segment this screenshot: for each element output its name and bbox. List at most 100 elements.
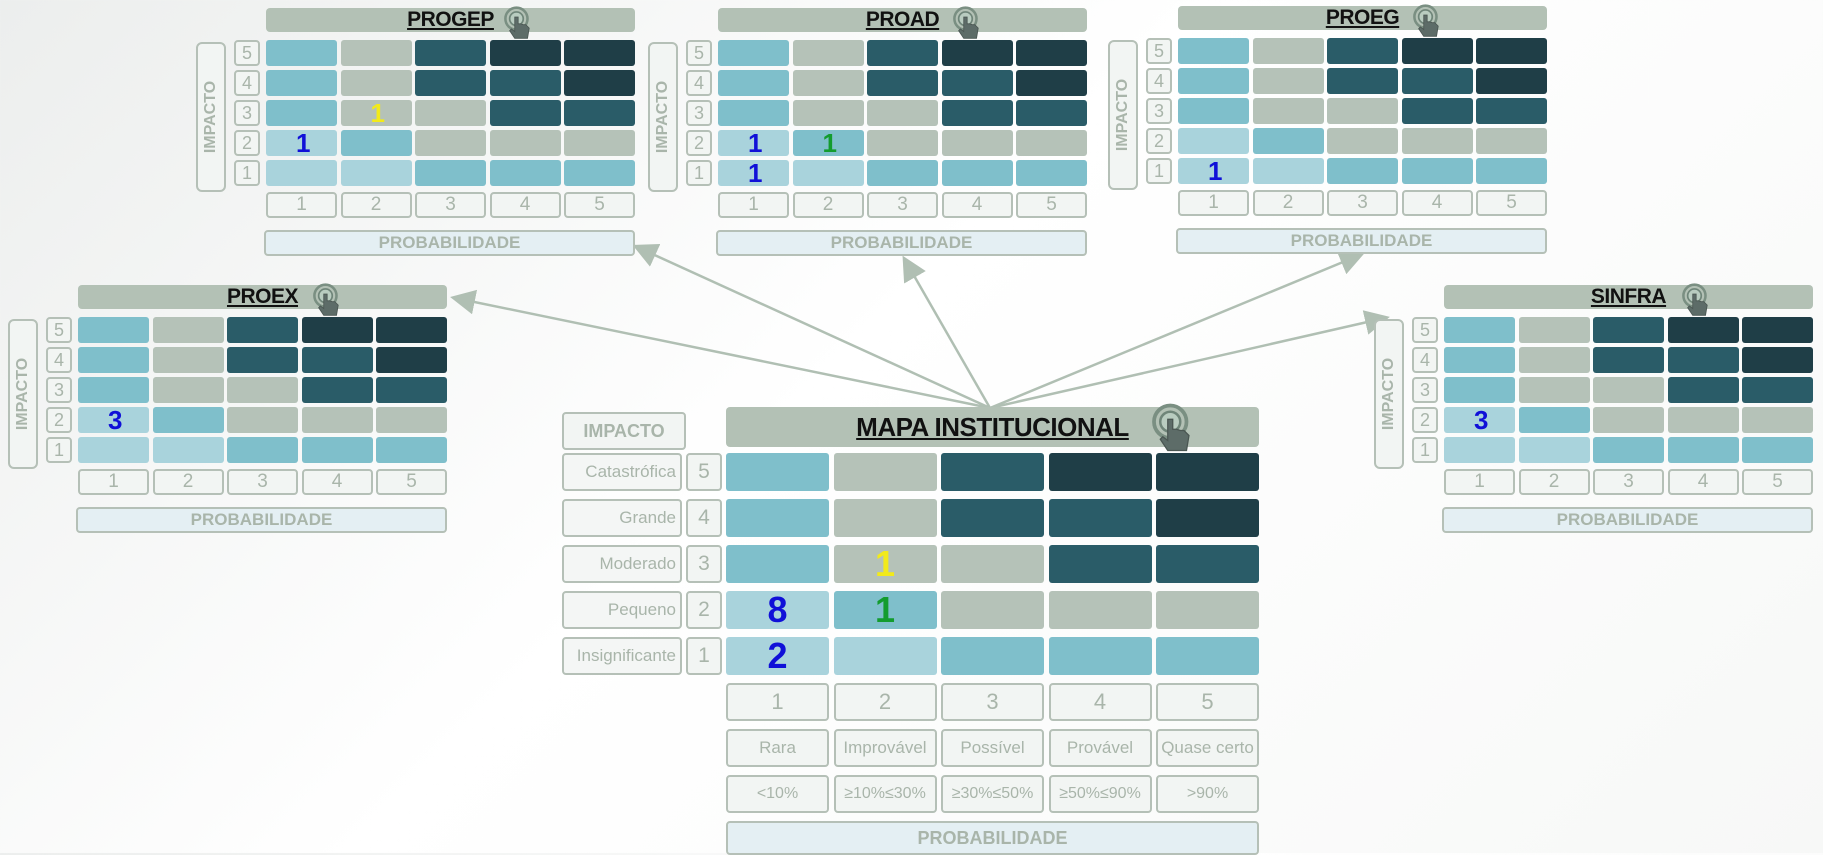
matrix-title[interactable]: SINFRA: [1590, 285, 1667, 308]
risk-cell[interactable]: [833, 637, 937, 675]
risk-cell[interactable]: [489, 70, 561, 96]
risk-cell[interactable]: [1252, 98, 1324, 124]
risk-cell[interactable]: [792, 40, 864, 66]
risk-cell[interactable]: [718, 40, 789, 66]
risk-cell[interactable]: [1444, 347, 1515, 373]
risk-cell[interactable]: [1742, 407, 1813, 433]
risk-cell[interactable]: [78, 317, 149, 343]
risk-count[interactable]: 1: [340, 98, 412, 128]
risk-cell[interactable]: [489, 160, 561, 186]
risk-cell[interactable]: [564, 100, 635, 126]
risk-cell[interactable]: [1401, 158, 1473, 184]
risk-cell[interactable]: [867, 40, 938, 66]
risk-cell[interactable]: [867, 70, 938, 96]
risk-cell[interactable]: [301, 317, 373, 343]
risk-cell[interactable]: [1667, 407, 1739, 433]
risk-cell[interactable]: [1444, 317, 1515, 343]
risk-count[interactable]: 3: [1444, 405, 1515, 435]
risk-cell[interactable]: [1667, 317, 1739, 343]
risk-cell[interactable]: [227, 377, 298, 403]
risk-cell[interactable]: [1593, 407, 1664, 433]
risk-cell[interactable]: [1252, 68, 1324, 94]
matrix-title[interactable]: PROEX: [226, 285, 299, 308]
risk-cell[interactable]: [726, 499, 829, 537]
risk-count[interactable]: 1: [833, 589, 937, 630]
risk-cell[interactable]: [1476, 128, 1547, 154]
risk-cell[interactable]: [1178, 68, 1249, 94]
risk-cell[interactable]: [1742, 347, 1813, 373]
risk-cell[interactable]: [941, 40, 1013, 66]
risk-cell[interactable]: [941, 130, 1013, 156]
risk-cell[interactable]: [1016, 160, 1087, 186]
risk-cell[interactable]: [301, 407, 373, 433]
risk-cell[interactable]: [415, 160, 486, 186]
risk-cell[interactable]: [1476, 38, 1547, 64]
risk-cell[interactable]: [152, 317, 224, 343]
risk-cell[interactable]: [227, 317, 298, 343]
risk-cell[interactable]: [78, 377, 149, 403]
risk-cell[interactable]: [1518, 347, 1590, 373]
risk-cell[interactable]: [152, 437, 224, 463]
risk-count[interactable]: 1: [792, 128, 864, 158]
risk-cell[interactable]: [1016, 100, 1087, 126]
risk-cell[interactable]: [941, 160, 1013, 186]
risk-cell[interactable]: [1048, 545, 1152, 583]
risk-cell[interactable]: [415, 130, 486, 156]
hand-pointer-icon[interactable]: [1411, 4, 1445, 38]
risk-cell[interactable]: [1327, 38, 1398, 64]
risk-count[interactable]: 8: [726, 589, 829, 630]
matrix-title[interactable]: PROEG: [1325, 6, 1400, 29]
risk-cell[interactable]: [1016, 40, 1087, 66]
risk-cell[interactable]: [227, 407, 298, 433]
risk-cell[interactable]: [489, 130, 561, 156]
risk-cell[interactable]: [1252, 128, 1324, 154]
risk-cell[interactable]: [941, 70, 1013, 96]
risk-cell[interactable]: [718, 70, 789, 96]
risk-cell[interactable]: [941, 591, 1044, 629]
risk-count[interactable]: 1: [266, 128, 337, 158]
hand-pointer-icon[interactable]: [1680, 283, 1714, 317]
risk-cell[interactable]: [941, 499, 1044, 537]
risk-cell[interactable]: [1444, 377, 1515, 403]
risk-count[interactable]: 1: [833, 543, 937, 584]
risk-cell[interactable]: [1156, 499, 1259, 537]
risk-cell[interactable]: [1518, 317, 1590, 343]
risk-cell[interactable]: [564, 70, 635, 96]
risk-cell[interactable]: [1016, 130, 1087, 156]
risk-cell[interactable]: [1156, 637, 1259, 675]
risk-cell[interactable]: [833, 453, 937, 491]
risk-cell[interactable]: [1156, 453, 1259, 491]
risk-cell[interactable]: [1742, 437, 1813, 463]
risk-cell[interactable]: [1156, 545, 1259, 583]
risk-cell[interactable]: [376, 347, 447, 373]
risk-cell[interactable]: [1476, 68, 1547, 94]
risk-cell[interactable]: [1252, 38, 1324, 64]
risk-cell[interactable]: [266, 100, 337, 126]
risk-count[interactable]: 1: [718, 128, 789, 158]
risk-cell[interactable]: [266, 40, 337, 66]
risk-cell[interactable]: [376, 437, 447, 463]
risk-cell[interactable]: [78, 347, 149, 373]
risk-cell[interactable]: [266, 70, 337, 96]
risk-count[interactable]: 2: [726, 635, 829, 676]
risk-cell[interactable]: [1156, 591, 1259, 629]
risk-cell[interactable]: [227, 347, 298, 373]
risk-cell[interactable]: [1178, 128, 1249, 154]
hand-pointer-icon[interactable]: [1149, 403, 1199, 453]
risk-cell[interactable]: [489, 40, 561, 66]
risk-cell[interactable]: [152, 347, 224, 373]
risk-cell[interactable]: [1401, 38, 1473, 64]
risk-cell[interactable]: [340, 40, 412, 66]
matrix-title[interactable]: PROAD: [865, 8, 940, 31]
risk-cell[interactable]: [1048, 637, 1152, 675]
risk-cell[interactable]: [1016, 70, 1087, 96]
risk-cell[interactable]: [1476, 98, 1547, 124]
risk-cell[interactable]: [340, 160, 412, 186]
risk-cell[interactable]: [867, 130, 938, 156]
risk-cell[interactable]: [1742, 317, 1813, 343]
risk-cell[interactable]: [1327, 158, 1398, 184]
risk-cell[interactable]: [1252, 158, 1324, 184]
risk-cell[interactable]: [1048, 591, 1152, 629]
risk-cell[interactable]: [1742, 377, 1813, 403]
risk-cell[interactable]: [415, 40, 486, 66]
